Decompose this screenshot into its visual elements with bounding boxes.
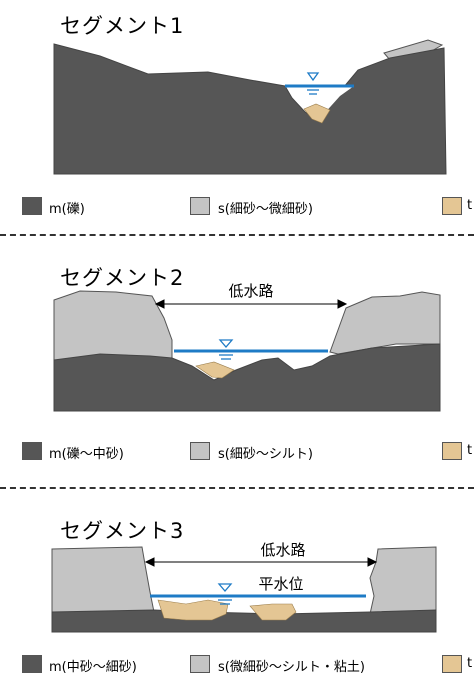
- segment1-title: セグメント1: [60, 14, 185, 38]
- legend-dark-swatch: [22, 655, 42, 673]
- legend-light-label: s(微細砂～シルト・粘土): [218, 660, 365, 675]
- segment1-cross-section: [53, 39, 447, 175]
- segment3-sand-deposit-1: [157, 599, 229, 621]
- segment2-low-water-channel-arrow: [154, 299, 348, 309]
- legend-dark-swatch: [22, 442, 42, 460]
- legend-light-swatch: [190, 655, 210, 673]
- segment2-light-deposit-right: [329, 291, 441, 355]
- segment2-light-deposit-left: [53, 290, 173, 361]
- segment2-cross-section: 低水路: [53, 282, 441, 412]
- segment1-gravel-layer: [53, 43, 447, 175]
- legend-dark-label: m(礫～中砂): [49, 447, 124, 462]
- segment3-water-level-mark: [217, 583, 233, 605]
- segment3-light-deposit-left: [51, 546, 155, 617]
- legend-dark-label: m(中砂～細砂): [49, 660, 137, 675]
- segment3-low-water-channel-arrow: [144, 557, 378, 567]
- segment2-gravel-layer: [53, 343, 441, 412]
- legend-light-swatch: [190, 197, 210, 215]
- segment1-water: [285, 86, 354, 116]
- segment2-low-water-channel-label: 低水路: [228, 282, 273, 300]
- segment2-legend: m(礫～中砂) s(細砂～シルト) t: [0, 442, 474, 464]
- segment1-water-level-mark: [306, 72, 320, 95]
- segment-divider-2: [0, 487, 474, 489]
- legend-dark-label: m(礫): [49, 202, 85, 217]
- segment3-sand-deposit-2: [249, 603, 297, 621]
- legend-sand-label: t: [467, 443, 473, 458]
- segment1-legend: m(礫) s(細砂～微細砂) t: [0, 197, 474, 219]
- segment2-sand-deposit: [195, 361, 235, 379]
- segment3-title: セグメント3: [60, 519, 185, 543]
- legend-light-label: s(細砂～微細砂): [218, 202, 313, 217]
- segment3-cross-section: 低水路 平水位: [51, 541, 437, 633]
- segment-divider-1: [0, 234, 474, 236]
- segment3-light-deposit-right: [369, 546, 437, 615]
- legend-light-swatch: [190, 442, 210, 460]
- segment2-title: セグメント2: [60, 266, 185, 290]
- segment1-sand-deposit: [303, 103, 331, 124]
- legend-sand-label: t: [467, 198, 473, 213]
- legend-light-label: s(細砂～シルト): [218, 447, 313, 462]
- legend-sand-label: t: [467, 656, 473, 671]
- legend-dark-swatch: [22, 197, 42, 215]
- segment3-dark-layer: [51, 609, 437, 633]
- segment3-low-water-channel-label: 低水路: [260, 541, 305, 559]
- legend-sand-swatch: [442, 197, 462, 215]
- segment3-normal-water-level-label: 平水位: [258, 575, 303, 593]
- legend-sand-swatch: [442, 655, 462, 673]
- segment2-water-level-mark: [218, 339, 234, 360]
- legend-sand-swatch: [442, 442, 462, 460]
- segment3-legend: m(中砂～細砂) s(微細砂～シルト・粘土) t: [0, 655, 474, 677]
